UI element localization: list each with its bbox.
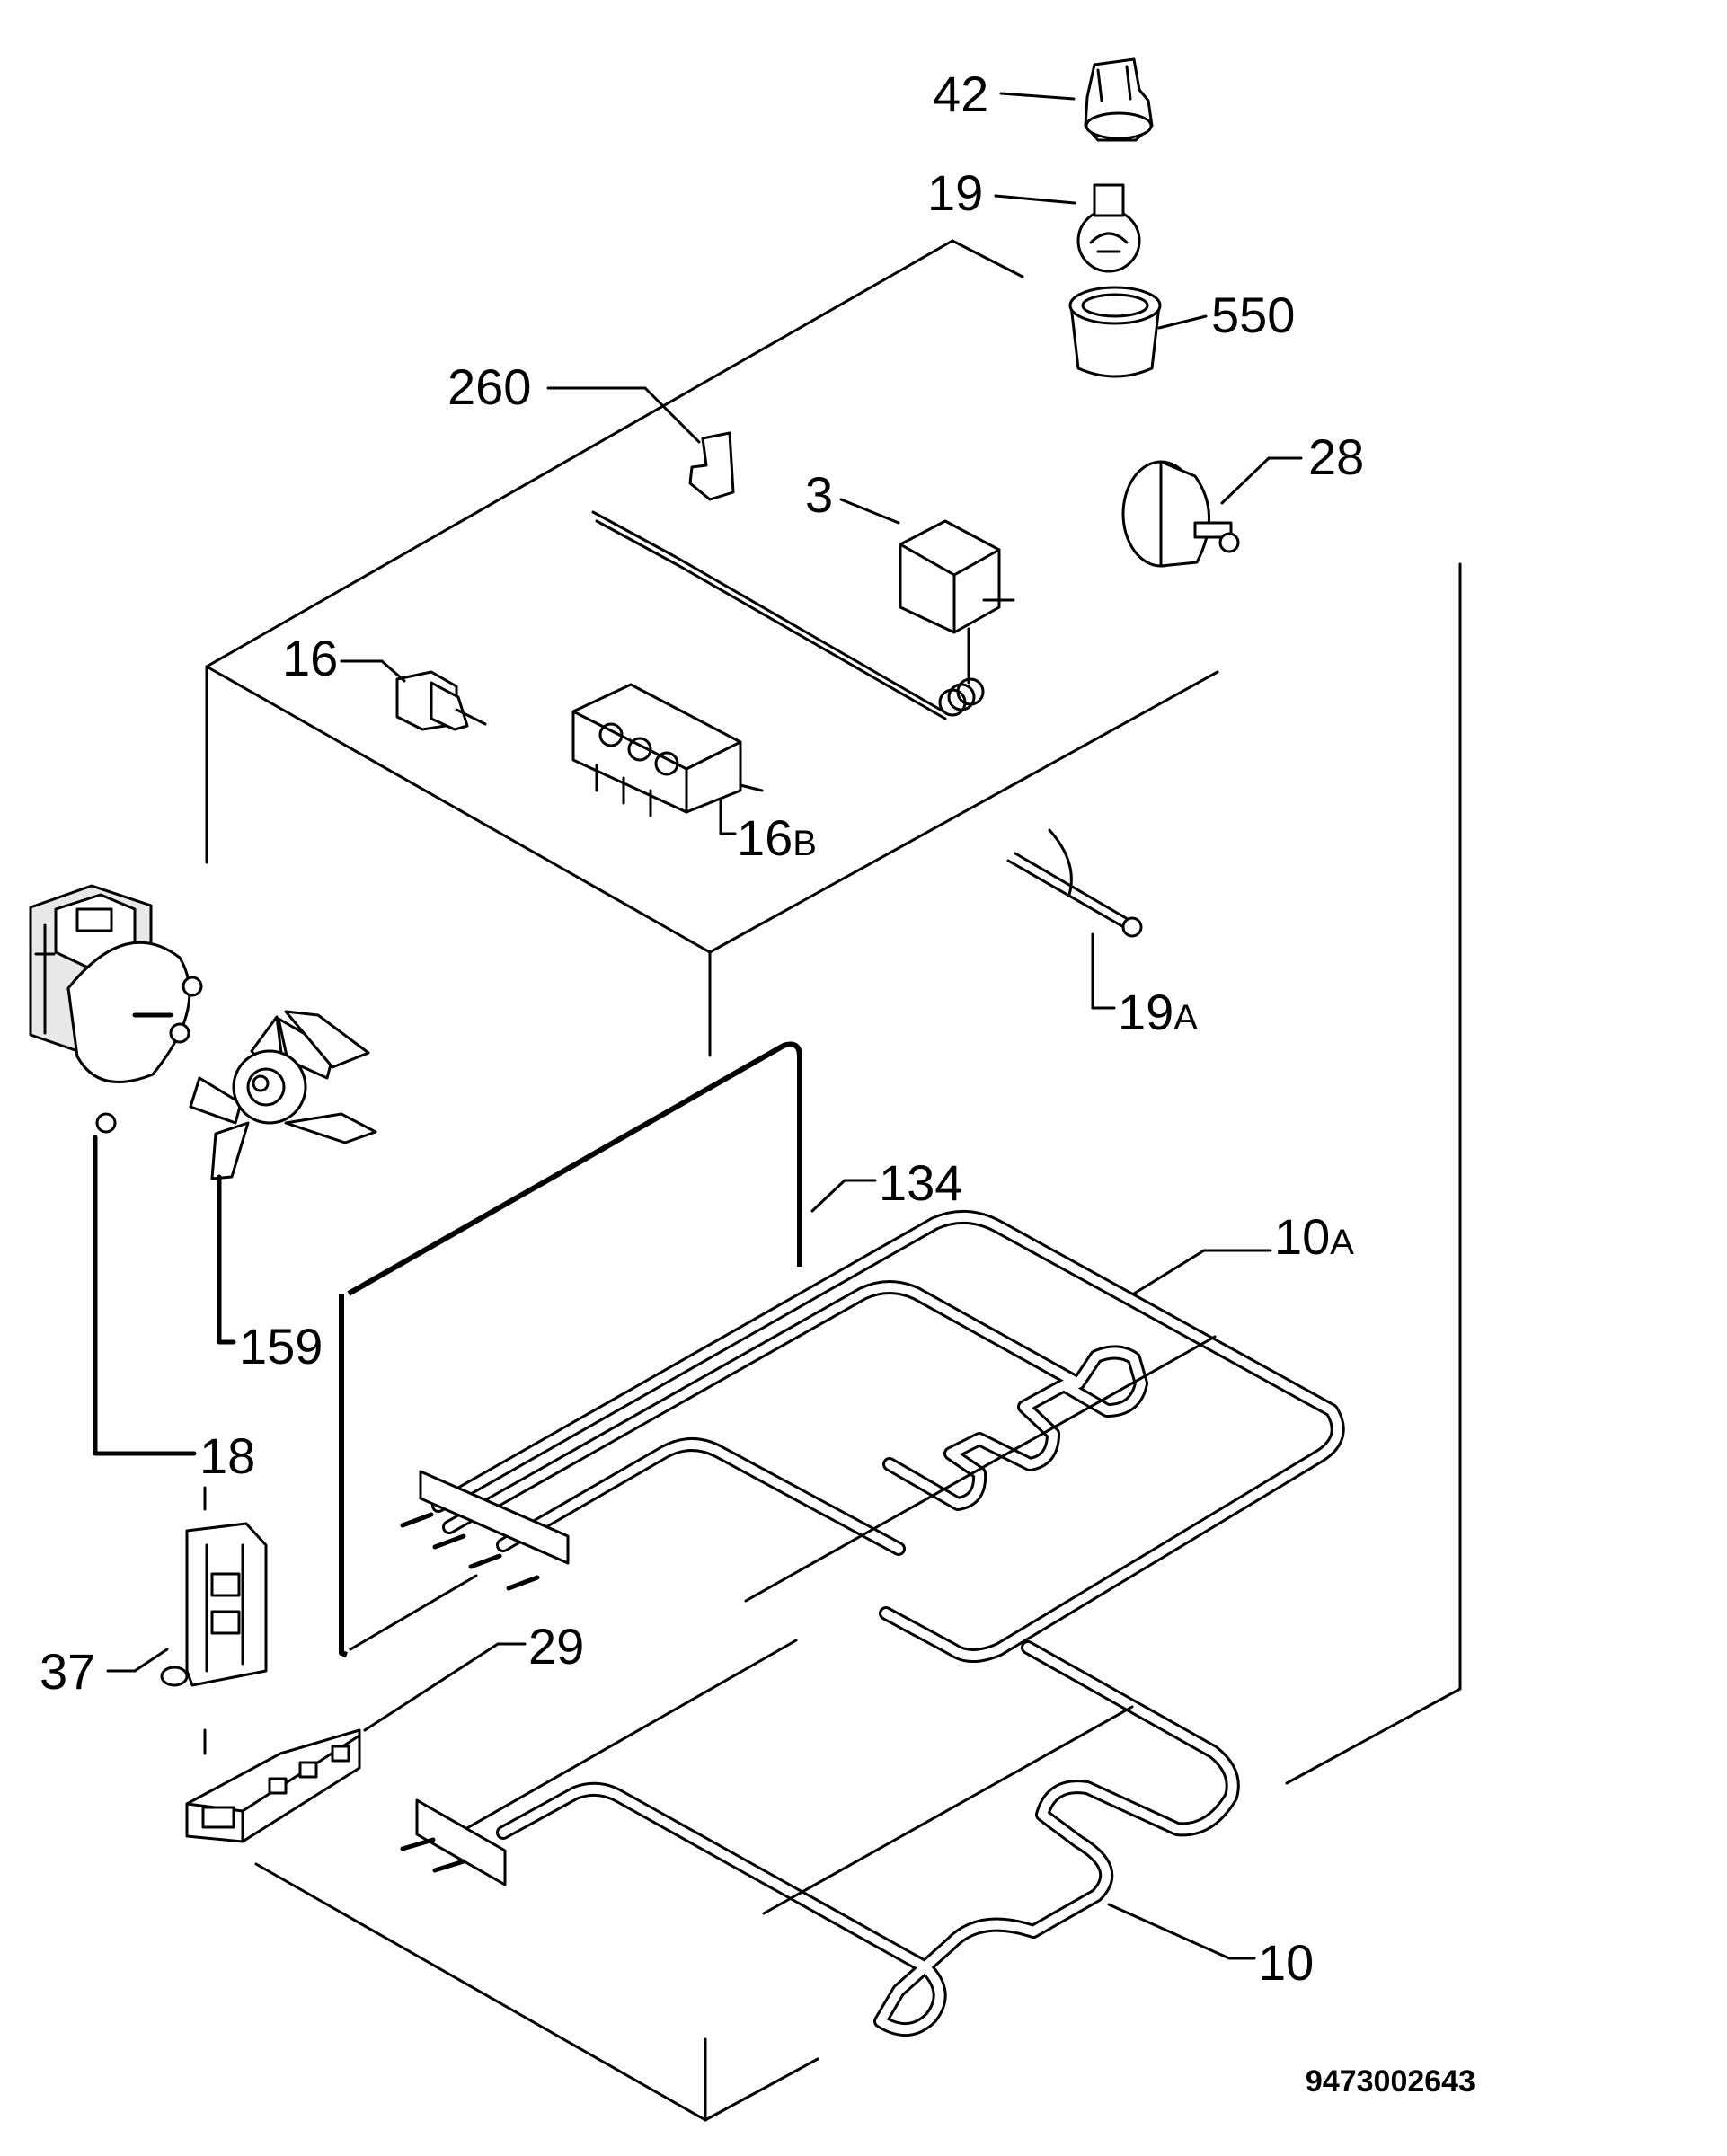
part-550-lamp-cover[interactable] (1068, 286, 1208, 378)
part-260-clip[interactable] (546, 386, 735, 501)
part-42-lamp-holder[interactable] (999, 57, 1154, 142)
part-10a-grill-element[interactable] (400, 1209, 1345, 1663)
label-550: 550 (1211, 287, 1295, 343)
part-19a-temperature-probe[interactable] (1006, 828, 1143, 1010)
label-134: 134 (879, 1154, 962, 1211)
part-28-control-spindle[interactable] (1121, 456, 1303, 568)
part-37-ignition-unit[interactable] (106, 1486, 268, 1687)
document-number: 9473002643 (1306, 2064, 1475, 2099)
part-18-fan-motor[interactable] (29, 884, 203, 1456)
label-19a: 19A (1118, 984, 1198, 1040)
label-260: 260 (447, 358, 531, 415)
part-29-terminal-block[interactable] (185, 1642, 527, 1843)
part-159-fan-blade[interactable] (189, 1010, 377, 1345)
label-28: 28 (1308, 429, 1364, 485)
part-16b-selector-switch[interactable] (571, 683, 764, 835)
label-10: 10 (1258, 1934, 1314, 1991)
label-29: 29 (528, 1618, 584, 1674)
part-19-lamp-bulb[interactable] (994, 183, 1141, 273)
part-16-switch[interactable] (340, 659, 487, 731)
label-159: 159 (239, 1318, 323, 1374)
label-18: 18 (199, 1427, 255, 1484)
label-16b: 16B (737, 809, 817, 866)
label-19: 19 (927, 164, 983, 221)
label-10a: 10A (1274, 1208, 1354, 1265)
label-3: 3 (805, 466, 833, 523)
label-16: 16 (282, 630, 338, 686)
part-134-rear-panel[interactable] (339, 1041, 877, 1657)
label-42: 42 (933, 66, 988, 122)
label-37: 37 (40, 1643, 95, 1700)
part-labels: 42 19 550 260 28 3 16 16B 19A 134 10A 15… (40, 66, 1364, 1991)
part-3-thermostat[interactable] (591, 498, 1015, 720)
part-10-lower-element[interactable] (400, 1639, 1256, 2037)
oven-cabinet-outline (205, 239, 1462, 2122)
